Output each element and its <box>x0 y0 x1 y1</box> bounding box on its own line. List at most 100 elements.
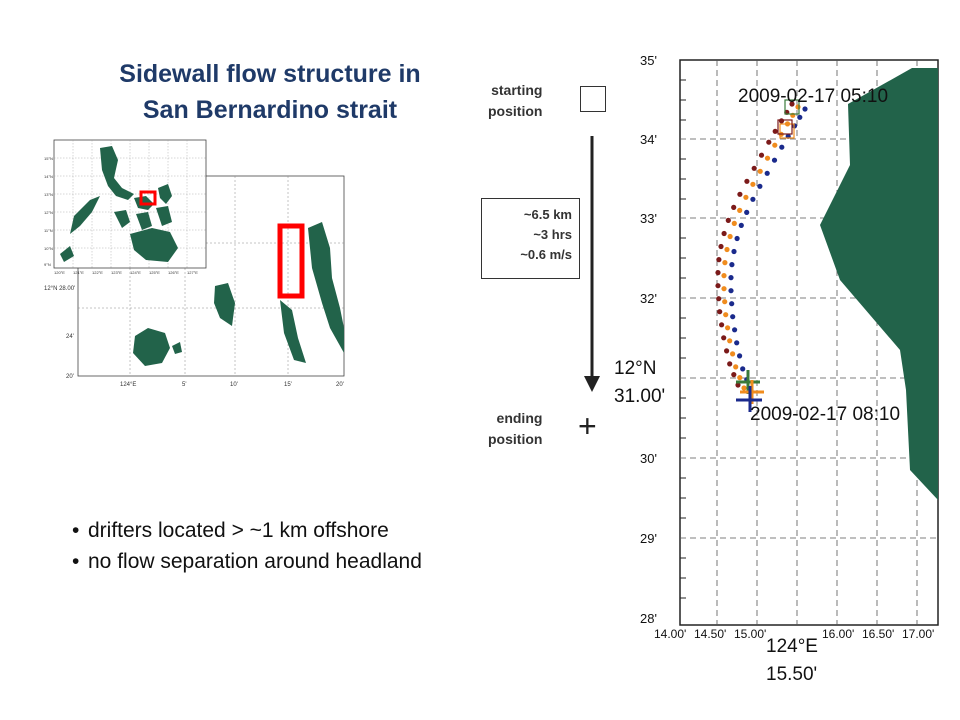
regional-lon-label-3: 10' <box>230 382 238 388</box>
regional-lat-label-2: 24' <box>66 334 74 340</box>
drifter-position-dot <box>772 128 778 134</box>
regional-map: 12°N 28.00' 24' 20' 124°E 5' 10' 15' 20' <box>44 175 345 388</box>
drift-stats-box: ~6.5 km ~3 hrs ~0.6 m/s <box>481 198 580 279</box>
slide-title: Sidewall flow structure in San Bernardin… <box>60 56 480 128</box>
lat-label: 32' <box>640 291 657 306</box>
drifter-position-dot <box>737 353 743 359</box>
overview-lon-label-6: 125°E <box>149 270 160 275</box>
bullet-list: •drifters located > ~1 km offshore •no f… <box>72 515 422 577</box>
drifter-position-dot <box>727 338 733 344</box>
drifter-position-dot <box>758 152 765 158</box>
lat-label: 30' <box>640 451 657 466</box>
overview-lat-label-3: 13°N <box>44 192 53 197</box>
drifter-position-dot <box>738 222 744 228</box>
drifter-position-dot <box>751 165 757 171</box>
lat-label: 33' <box>640 211 657 226</box>
lat-label: 29' <box>640 531 657 546</box>
drifter-position-dot <box>764 170 770 176</box>
lon-label: 14.00' <box>654 627 686 641</box>
drifter-position-dot <box>727 233 733 240</box>
drifter-position-dot <box>727 361 733 367</box>
drifter-position-dot <box>778 118 785 124</box>
drifter-position-dot <box>734 340 740 346</box>
overview-lon-label-8: 127°E <box>187 270 198 275</box>
bullet-item: •no flow separation around headland <box>72 550 422 573</box>
overview-lat-label-6: 10°N <box>44 246 53 251</box>
drift-direction-arrow <box>584 136 600 392</box>
drifter-position-dot <box>744 209 750 215</box>
title-line-1: Sidewall flow structure in <box>119 60 421 88</box>
drifter-position-dot <box>731 220 737 226</box>
drifter-position-dot <box>724 348 730 354</box>
inset-map-group: 12°N 28.00' 24' 20' 124°E 5' 10' 15' 20' <box>44 139 345 388</box>
end-markers <box>736 370 764 412</box>
overview-lat-label-5: 11°N <box>44 228 53 233</box>
drifter-position-dot <box>719 322 725 328</box>
drifter-position-dot <box>737 191 743 197</box>
speed-text: ~0.6 m/s <box>520 247 572 262</box>
drifter-position-dot <box>731 248 737 255</box>
drifter-position-dot <box>715 270 721 276</box>
drifter-position-dot <box>716 257 722 263</box>
overview-map: 15°N 14°N 13°N 12°N 11°N 10°N 9°N 120°E … <box>44 139 207 275</box>
overview-highlight <box>139 190 157 206</box>
overview-lon-label-2: 121°E <box>73 270 84 275</box>
drifter-position-dot <box>764 155 771 161</box>
drifter-position-dot <box>757 183 763 189</box>
regional-lon-label-1: 124°E <box>120 382 136 388</box>
ending-position-marker: + <box>578 408 597 444</box>
drifter-position-dot <box>725 325 731 331</box>
cursor-lon-deg: 124°E <box>766 636 818 657</box>
overview-lat-label-4: 12°N <box>44 210 53 215</box>
drifter-position-dot <box>721 286 727 292</box>
lat-label: 28' <box>640 611 657 626</box>
drifter-position-dot <box>735 382 741 388</box>
drifter-position-dot <box>740 366 746 372</box>
end-timestamp: 2009-02-17 08:10 <box>750 404 900 425</box>
starting-position-label: starting position <box>488 82 543 119</box>
drifter-position-dot <box>772 142 778 148</box>
cursor-lat-deg: 12°N <box>614 358 656 379</box>
drifter-position-dot <box>750 196 756 202</box>
cursor-lat-min: 31.00' <box>614 386 665 407</box>
drifter-position-dot <box>730 351 736 357</box>
lon-label: 16.50' <box>862 627 894 641</box>
drifter-position-dot <box>724 246 730 253</box>
study-area-highlight <box>277 223 305 299</box>
lon-label: 14.50' <box>694 627 726 641</box>
overview-lon-label-7: 126°E <box>168 270 179 275</box>
drifter-position-dot <box>728 275 734 281</box>
drifter-position-dot <box>734 235 740 242</box>
starting-position-marker <box>580 86 606 112</box>
regional-lon-label-2: 5' <box>182 382 186 388</box>
bullet-item: •drifters located > ~1 km offshore <box>72 519 389 542</box>
drifter-position-dot <box>729 301 735 307</box>
drifter-position-dot <box>722 299 728 305</box>
regional-land <box>133 222 344 366</box>
overview-lon-label-1: 120°E <box>54 270 65 275</box>
drifter-position-dot <box>741 385 747 391</box>
drifter-position-dot <box>757 168 763 174</box>
start-markers <box>777 99 800 139</box>
lon-label: 17.00' <box>902 627 934 641</box>
lat-label: 34' <box>640 132 657 147</box>
drifter-position-dot <box>732 327 738 333</box>
lon-label: 15.00' <box>734 627 766 641</box>
drifter-position-dot <box>729 262 735 268</box>
title-line-2: San Bernardino strait <box>142 96 398 124</box>
overview-lat-label-2: 14°N <box>44 174 53 179</box>
drifter-position-dot <box>722 260 728 266</box>
drifter-position-dot <box>723 312 729 318</box>
drifter-position-dot <box>771 157 778 163</box>
regional-lat-label-3: 20' <box>66 374 74 380</box>
duration-text: ~3 hrs <box>533 227 572 242</box>
drifter-track-map: 2009-02-17 05:10 2009-02-17 08:10 12°N 3… <box>614 53 939 685</box>
drifter-position-dot <box>731 372 737 378</box>
drifter-position-dot <box>737 375 743 381</box>
drifter-position-dot <box>750 181 756 187</box>
drifter-position-dot <box>733 364 739 370</box>
headland-land <box>820 68 938 500</box>
regional-lon-label-5: 20' <box>336 382 344 388</box>
drifter-tracks <box>715 101 808 393</box>
overview-lon-label-3: 122°E <box>92 270 103 275</box>
